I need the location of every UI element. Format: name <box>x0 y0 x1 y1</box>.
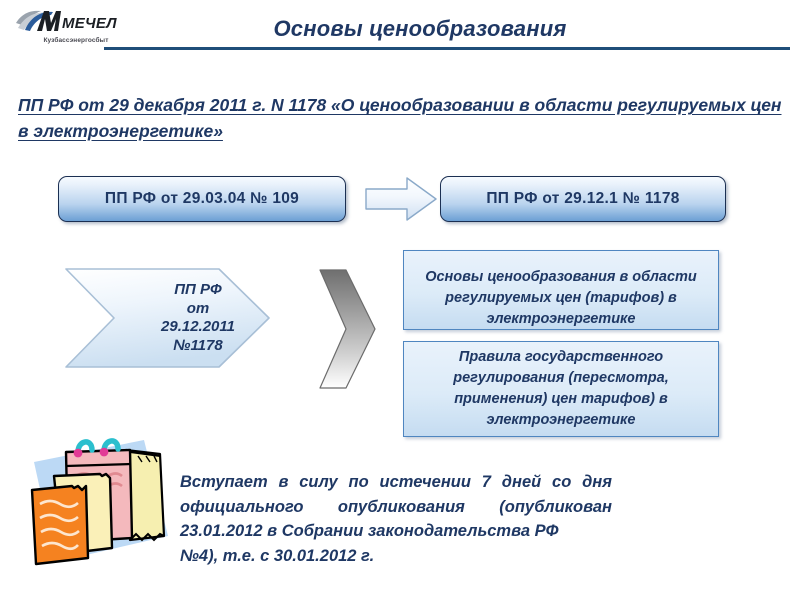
document-reference-heading: ПП РФ от 29 декабря 2011 г. N 1178 «О це… <box>18 95 782 141</box>
blue-chevron-shape <box>65 268 270 368</box>
title-divider <box>104 47 790 50</box>
page-title: Основы ценообразования <box>273 16 567 41</box>
right-block-arrow-icon <box>365 177 437 221</box>
mechel-logo-icon: МЕЧЕЛ <box>16 10 117 32</box>
info-box-pravila-text: Правила государственного регулирования (… <box>453 349 669 428</box>
info-box-osnovy-text: Основы ценообразования в области регулир… <box>425 268 697 327</box>
document-pill-new: ПП РФ от 29.12.1 № 1178 <box>440 176 726 222</box>
effective-date-note: Вступает в силу по истечении 7 дней со д… <box>180 470 612 568</box>
gray-chevron-icon <box>319 269 376 389</box>
document-pill-old: ПП РФ от 29.03.04 № 109 <box>58 176 346 222</box>
chevron-label: ПП РФ от 29.12.2011 №1178 <box>161 281 235 354</box>
logo-subtitle: Кузбассэнергосбыт <box>43 37 109 44</box>
shopping-bags-clipart-icon <box>30 438 168 566</box>
info-box-pravila: Правила государственного регулирования (… <box>403 341 719 437</box>
effective-date-note-last: №4), т.е. с 30.01.2012 г. <box>180 546 375 565</box>
info-box-osnovy: Основы ценообразования в области регулир… <box>403 250 719 330</box>
effective-date-note-main: Вступает в силу по истечении 7 дней со д… <box>180 473 612 540</box>
svg-text:МЕЧЕЛ: МЕЧЕЛ <box>62 15 117 32</box>
company-logo: МЕЧЕЛ Кузбассэнергосбыт <box>14 6 122 50</box>
